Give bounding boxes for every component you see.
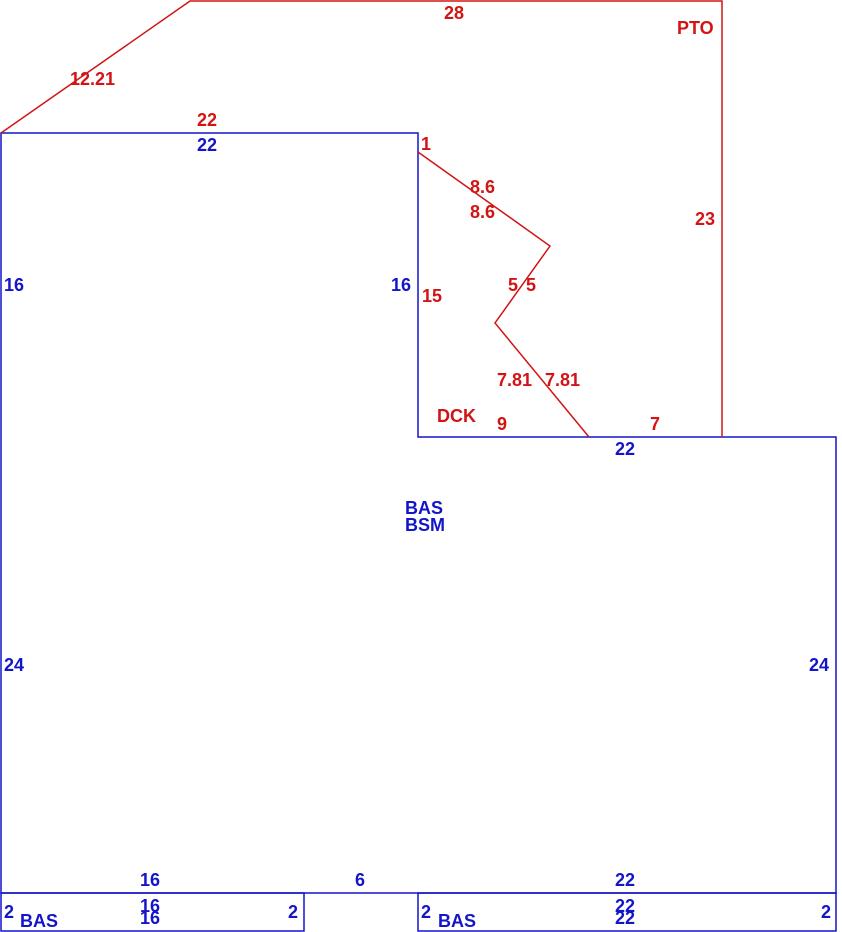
dim-main-right: 24 bbox=[809, 655, 829, 675]
dim-bas-left-right: 2 bbox=[288, 902, 298, 922]
dim-pto-bottom-right: 7 bbox=[650, 414, 660, 434]
dim-dck-middle-a: 5 bbox=[508, 275, 518, 295]
dim-bas-left-bottom: 16 bbox=[140, 908, 160, 928]
dim-dck-diagonal-lower-a: 7.81 bbox=[497, 370, 532, 390]
bas-left-strip-outline bbox=[0, 892, 305, 932]
dim-main-left-upper: 16 bbox=[4, 275, 24, 295]
dim-dck-left: 15 bbox=[422, 286, 442, 306]
dim-main-bottom-right: 22 bbox=[615, 870, 635, 890]
area-label-bas-right: BAS bbox=[438, 911, 476, 931]
dim-bas-right-left: 2 bbox=[421, 902, 431, 922]
dim-pto-right: 23 bbox=[695, 209, 715, 229]
area-label-bas-left: BAS bbox=[20, 911, 58, 931]
dim-bas-right-bottom: 22 bbox=[615, 908, 635, 928]
dim-main-bottom-left: 16 bbox=[140, 870, 160, 890]
dim-bas-left-top: 16 bbox=[140, 896, 160, 916]
dim-dck-bottom: 9 bbox=[497, 414, 507, 434]
dim-dck-top: 1 bbox=[421, 134, 431, 154]
dck-outline bbox=[417, 151, 590, 438]
area-label-bsm-main: BSM bbox=[405, 515, 445, 535]
dim-main-top: 22 bbox=[197, 135, 217, 155]
dim-main-bottom-gap: 6 bbox=[355, 870, 365, 890]
dim-dck-diagonal-upper-b: 8.6 bbox=[470, 202, 495, 222]
pto-outline bbox=[0, 0, 723, 437]
dim-main-left-lower: 24 bbox=[4, 655, 24, 675]
bas-right-strip-outline bbox=[417, 892, 837, 932]
area-label-pto: PTO bbox=[677, 18, 714, 38]
area-label-dck: DCK bbox=[437, 406, 476, 426]
dim-bas-right-top: 22 bbox=[615, 896, 635, 916]
dim-pto-top: 28 bbox=[444, 3, 464, 23]
dim-pto-bottom-left: 22 bbox=[197, 110, 217, 130]
area-label-bas-main: BAS bbox=[405, 498, 443, 518]
dim-bas-right-right: 2 bbox=[821, 902, 831, 922]
dim-bas-left-left: 2 bbox=[4, 902, 14, 922]
dim-dck-diagonal-upper-a: 8.6 bbox=[470, 177, 495, 197]
dim-main-inner-vertical: 16 bbox=[391, 275, 411, 295]
dim-pto-diagonal: 12.21 bbox=[70, 69, 115, 89]
dim-dck-diagonal-lower-b: 7.81 bbox=[545, 370, 580, 390]
dim-main-right-top: 22 bbox=[615, 439, 635, 459]
dim-dck-middle-b: 5 bbox=[526, 275, 536, 295]
